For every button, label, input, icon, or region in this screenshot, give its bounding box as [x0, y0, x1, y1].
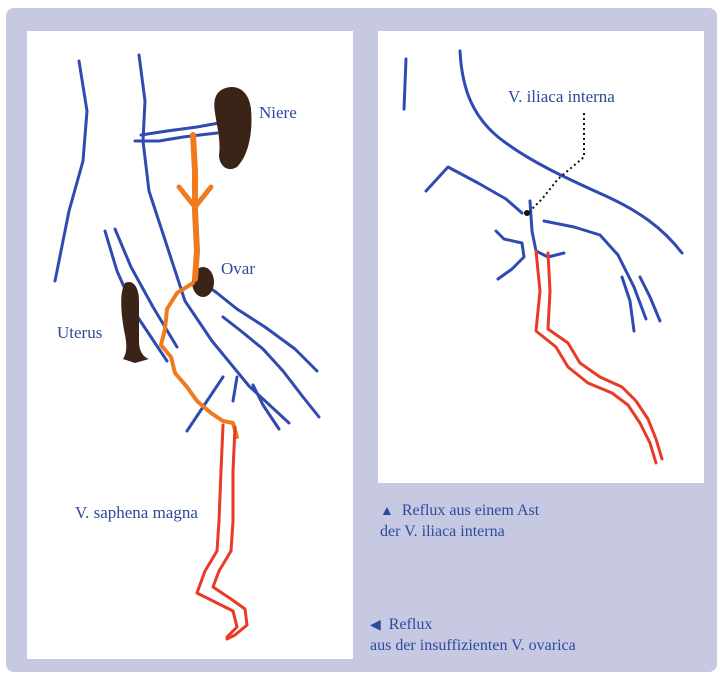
label-saphena: V. saphena magna [75, 503, 198, 523]
vena-cava-left-wall [55, 61, 87, 281]
label-niere: Niere [259, 103, 297, 123]
iliac-reflux-left [536, 251, 656, 463]
caption-right-line1: ▲ Reflux aus einem Ast [380, 500, 539, 522]
kidney-shape [214, 87, 251, 169]
caption-left-line1: ◀ Reflux [370, 614, 432, 636]
ovarian-reflux-diagram [27, 31, 353, 659]
iliac-int-main [530, 201, 564, 257]
ovarian-reflux-panel: Niere Ovar Uterus V. saphena magna [27, 31, 353, 659]
iliac-branch-1 [195, 277, 317, 371]
label-iliaca: V. iliaca interna [508, 87, 615, 107]
label-uterus: Uterus [57, 323, 102, 343]
up-triangle-icon: ▲ [380, 504, 394, 519]
iliaca-leader-dot [524, 210, 530, 216]
label-ovar: Ovar [221, 259, 255, 279]
vein-upper-arc [460, 51, 682, 253]
iliac-branch-3 [233, 377, 237, 401]
iliac-branch-5 [187, 377, 223, 431]
iliac-int-left [496, 231, 524, 279]
iliac-reflux-panel: V. iliaca interna [378, 31, 704, 483]
iliac-branch-4 [253, 385, 279, 429]
iliac-ext-upper [426, 167, 522, 213]
caption-left-text1: Reflux [389, 616, 433, 633]
caption-right-text1: Reflux aus einem Ast [402, 502, 539, 519]
caption-right-line2: der V. iliaca interna [380, 521, 505, 542]
left-triangle-icon: ◀ [370, 618, 381, 633]
caption-left-line2: aus der insuffizienten V. ovarica [370, 635, 576, 656]
vein-left-stub [404, 59, 406, 109]
